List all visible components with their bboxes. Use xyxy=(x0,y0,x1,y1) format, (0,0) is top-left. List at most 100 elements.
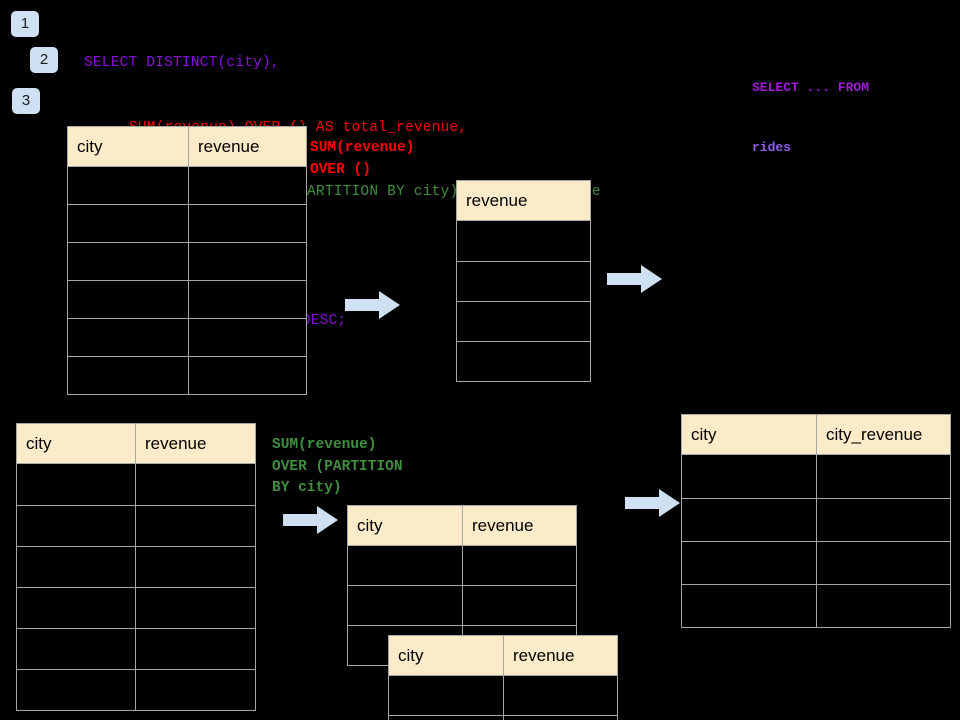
table-cell xyxy=(16,505,136,547)
step-badge-2: 2 xyxy=(30,47,58,73)
table-cell xyxy=(456,220,591,262)
total-revenue-table: revenue xyxy=(456,180,591,382)
table-cell xyxy=(135,587,256,629)
table-row xyxy=(456,301,591,342)
table-cell xyxy=(188,242,307,281)
table-cell xyxy=(681,498,817,542)
arrow-source2-to-partition xyxy=(283,505,339,535)
table-row xyxy=(456,261,591,302)
table-cell xyxy=(462,585,577,626)
table-row xyxy=(16,628,256,670)
table-row xyxy=(681,498,951,542)
select-from-rides-note-line1: SELECT ... FROM xyxy=(752,80,870,95)
table-row xyxy=(681,541,951,585)
table-header-row: city city_revenue xyxy=(681,414,951,455)
table-cell xyxy=(135,463,256,506)
column-header-revenue: revenue xyxy=(188,126,307,167)
table-row xyxy=(16,463,256,506)
step-badge-3: 3 xyxy=(12,88,40,114)
table-row xyxy=(67,166,307,205)
table-row xyxy=(16,546,256,588)
table-cell xyxy=(16,546,136,588)
table-row xyxy=(681,454,951,499)
table-cell xyxy=(456,301,591,342)
table-row xyxy=(67,204,307,243)
table-cell xyxy=(456,261,591,302)
table-cell xyxy=(188,318,307,357)
city-revenue-result-table: city city_revenue xyxy=(681,414,951,628)
column-header-city-revenue: city_revenue xyxy=(816,414,951,455)
table-cell xyxy=(816,498,951,542)
table-cell xyxy=(388,675,504,716)
table-cell xyxy=(503,715,618,720)
table-row xyxy=(681,584,951,628)
column-header-revenue: revenue xyxy=(462,505,577,546)
table-cell xyxy=(456,341,591,382)
table-row xyxy=(347,545,577,586)
table-row xyxy=(347,585,577,626)
table-cell xyxy=(681,584,817,628)
table-cell xyxy=(67,356,189,395)
table-header-row: revenue xyxy=(456,180,591,221)
table-cell xyxy=(16,628,136,670)
table-cell xyxy=(188,280,307,319)
table-cell xyxy=(67,204,189,243)
table-cell xyxy=(16,669,136,711)
table-cell xyxy=(347,585,463,626)
table-cell xyxy=(462,545,577,586)
table-header-row: city revenue xyxy=(67,126,307,167)
table-row xyxy=(16,587,256,629)
sum-over-empty-annotation: SUM(revenue) OVER () xyxy=(310,140,415,178)
column-header-revenue: revenue xyxy=(503,635,618,676)
table-row xyxy=(67,242,307,281)
table-cell xyxy=(16,587,136,629)
arrow-total-to-result xyxy=(607,264,663,294)
table-row xyxy=(388,715,618,720)
table-cell xyxy=(816,541,951,585)
column-header-city: city xyxy=(67,126,189,167)
column-header-city: city xyxy=(347,505,463,546)
table-cell xyxy=(67,166,189,205)
table-row xyxy=(388,675,618,716)
table-row xyxy=(16,505,256,547)
sum-over-partition-annotation: SUM(revenue) OVER (PARTITION BY city) xyxy=(272,437,403,496)
sql-line-1: SELECT DISTINCT(city), xyxy=(84,55,280,71)
table-cell xyxy=(135,546,256,588)
column-header-city: city xyxy=(16,423,136,464)
table-row xyxy=(456,220,591,262)
table-cell xyxy=(135,669,256,711)
table-cell xyxy=(503,675,618,716)
table-row xyxy=(16,669,256,711)
table-header-row: city revenue xyxy=(16,423,256,464)
arrow-source-to-total xyxy=(345,290,401,320)
table-row xyxy=(67,356,307,395)
table-cell xyxy=(67,280,189,319)
table-cell xyxy=(188,166,307,205)
rides-source-table-2: city revenue xyxy=(16,423,256,711)
step-badge-1: 1 xyxy=(11,11,39,37)
table-cell xyxy=(188,356,307,395)
table-cell xyxy=(188,204,307,243)
table-cell xyxy=(681,454,817,499)
column-header-revenue: revenue xyxy=(456,180,591,221)
column-header-city: city xyxy=(388,635,504,676)
table-cell xyxy=(16,463,136,506)
partition-group-table-a: city revenue xyxy=(347,505,577,666)
select-from-rides-note: SELECT ... FROM rides xyxy=(752,38,902,198)
column-header-revenue: revenue xyxy=(135,423,256,464)
rides-source-table: city revenue xyxy=(67,126,307,395)
table-cell xyxy=(135,505,256,547)
table-header-row: city revenue xyxy=(347,505,577,546)
column-header-city: city xyxy=(681,414,817,455)
table-cell xyxy=(816,454,951,499)
table-cell xyxy=(67,318,189,357)
table-cell xyxy=(388,715,504,720)
table-cell xyxy=(67,242,189,281)
table-row xyxy=(67,280,307,319)
table-cell xyxy=(681,541,817,585)
table-header-row: city revenue xyxy=(388,635,618,676)
table-row xyxy=(456,341,591,382)
table-cell xyxy=(816,584,951,628)
select-from-rides-note-line2: rides xyxy=(752,140,792,155)
